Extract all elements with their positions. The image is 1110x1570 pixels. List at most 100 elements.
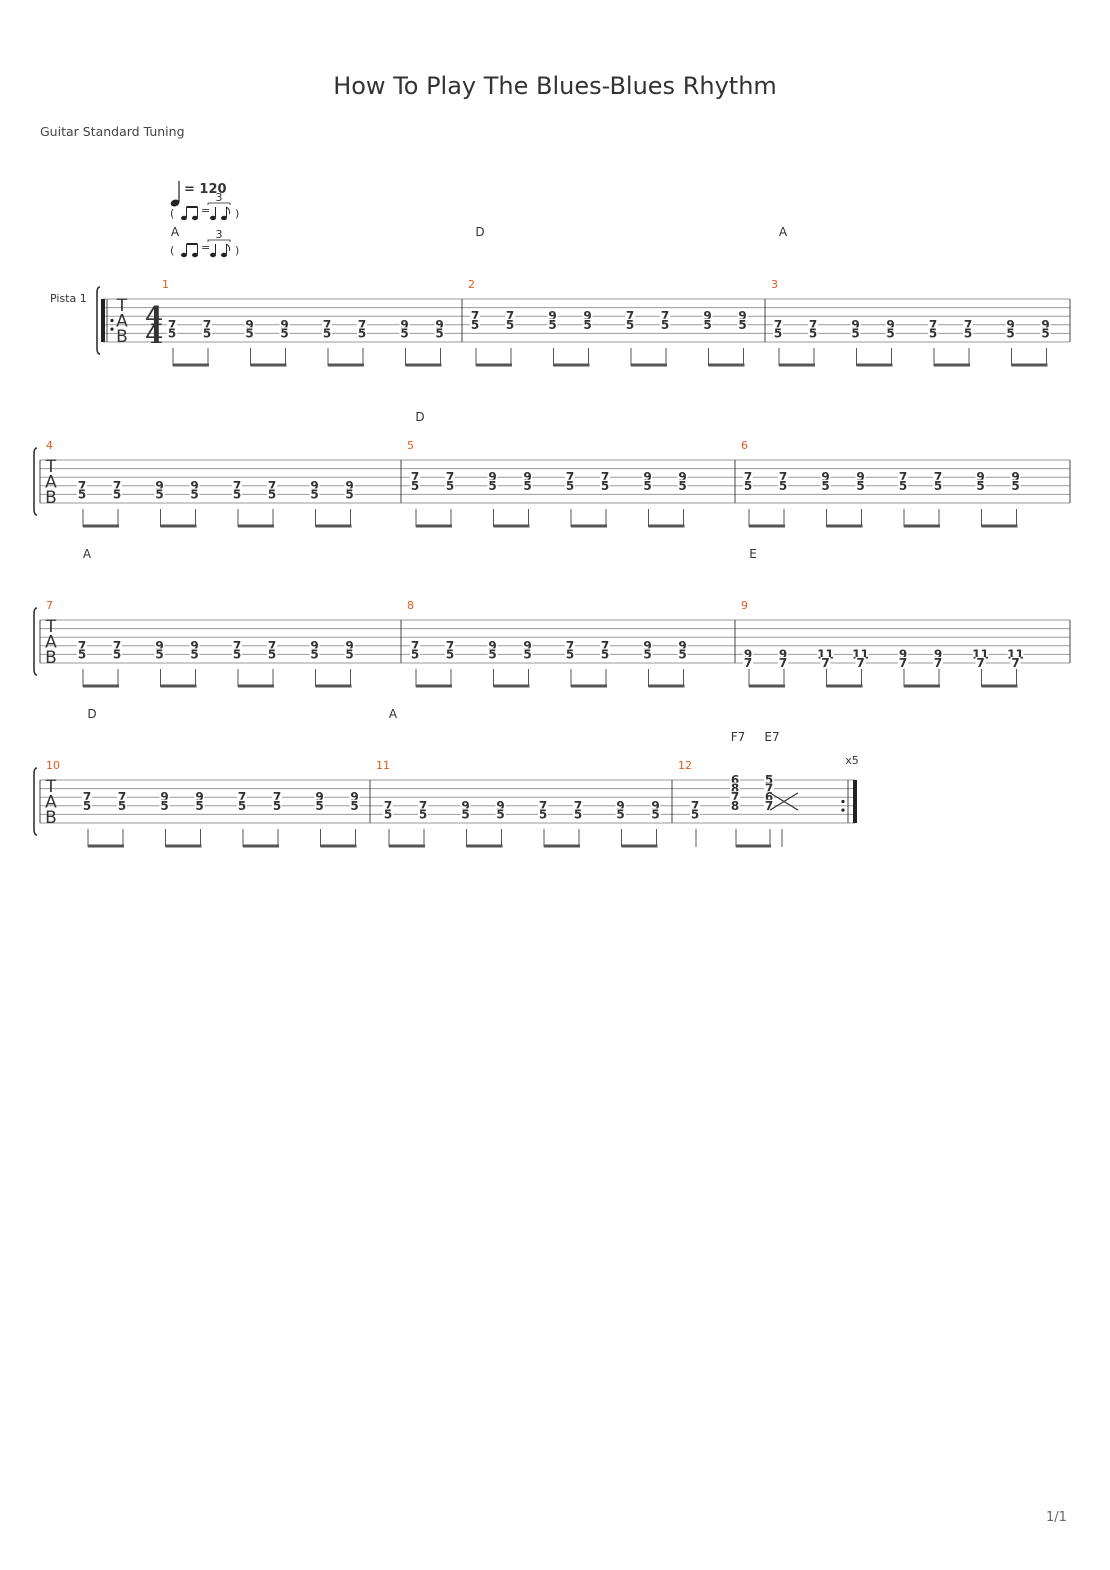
note-beam <box>631 363 667 367</box>
fret-bg <box>154 479 165 491</box>
fret-bg <box>1040 327 1051 339</box>
fret-bg <box>267 488 277 500</box>
repeat-dot <box>110 318 114 323</box>
note-beam <box>571 684 607 688</box>
note-beam <box>238 684 274 688</box>
chord-name: E <box>749 547 757 561</box>
fret-number: 5 <box>821 479 829 493</box>
fret-number: 7 <box>233 639 241 653</box>
repeat-count: x5 <box>845 754 859 767</box>
final-barline <box>853 780 857 823</box>
fret-bg <box>743 657 753 668</box>
fret-number: 7 <box>731 790 739 804</box>
fret-number: 9 <box>779 647 787 661</box>
note-flag <box>226 243 231 252</box>
fret-number: 5 <box>155 487 163 501</box>
fret-bg <box>309 488 320 500</box>
fret-bg <box>933 648 943 660</box>
system-bracket <box>33 767 38 836</box>
note-beam <box>405 363 442 367</box>
fret-number: 7 <box>779 470 787 484</box>
note-beam <box>389 844 425 848</box>
note-beam <box>934 363 970 367</box>
system-bracket <box>96 286 101 355</box>
note-beam <box>826 684 863 688</box>
fret-bg <box>642 479 653 491</box>
fret-number: 5 <box>446 479 454 493</box>
fret-bg <box>660 310 670 322</box>
bar-number: 4 <box>46 439 53 452</box>
fret-bg <box>898 479 908 491</box>
fret-number: 7 <box>809 318 817 332</box>
fret-bg <box>344 488 355 500</box>
quarter-note-icon <box>170 199 180 207</box>
fret-bg <box>615 799 626 811</box>
fret-bg <box>600 479 610 491</box>
fret-bg <box>764 799 774 811</box>
fret-number: 9 <box>548 309 556 323</box>
slide-mark <box>769 792 799 811</box>
fret-number: 9 <box>616 799 624 813</box>
bar-number: 7 <box>46 599 53 612</box>
fret-bg <box>279 327 290 339</box>
fret-bg <box>538 799 548 811</box>
note-beam <box>320 844 357 848</box>
fret-number: 5 <box>566 479 574 493</box>
note-beam <box>493 524 530 528</box>
note-beam <box>904 684 940 688</box>
tempo-mark: = 120 <box>184 182 227 197</box>
fret-number: 7 <box>601 470 609 484</box>
fret-bg <box>522 471 533 483</box>
fret-bg <box>344 639 355 651</box>
fret-bg <box>730 782 740 794</box>
note-beam <box>621 844 658 848</box>
fret-bg <box>237 799 247 811</box>
fret-number: 8 <box>731 799 739 813</box>
fret-number: 9 <box>744 647 752 661</box>
fret-bg <box>159 791 170 803</box>
fret-number: 9 <box>821 470 829 484</box>
quarter-note-icon <box>210 252 216 258</box>
tab-letter: T <box>45 457 57 477</box>
fret-bg <box>194 799 205 811</box>
fret-bg <box>582 318 593 330</box>
fret-number: 5 <box>678 479 686 493</box>
fret-bg <box>357 327 367 339</box>
fret-bg <box>189 639 200 651</box>
fret-number: 5 <box>809 326 817 340</box>
triplet-number: 3 <box>216 228 223 241</box>
eighth-note-icon <box>221 215 227 221</box>
fret-bg <box>194 791 205 803</box>
tab-letter: A <box>45 793 57 813</box>
fret-bg <box>487 648 498 660</box>
fret-number: 5 <box>1006 326 1014 340</box>
fret-number: 7 <box>411 470 419 484</box>
fret-bg <box>764 774 774 785</box>
fret-bg <box>764 791 774 803</box>
note-beam <box>749 684 785 688</box>
fret-bg <box>322 327 332 339</box>
fret-bg <box>487 639 498 651</box>
fret-number: 9 <box>976 470 984 484</box>
fret-bg <box>650 808 661 820</box>
fret-number: 5 <box>113 647 121 661</box>
note-beam <box>736 844 771 848</box>
paren-close: ) <box>235 244 239 257</box>
fret-bg <box>267 648 277 660</box>
chord-name: A <box>389 707 398 721</box>
fret-number: 7 <box>506 309 514 323</box>
fret-number: 7 <box>964 318 972 332</box>
note-beam <box>749 524 785 528</box>
fret-number: 5 <box>651 807 659 821</box>
fret-number: 7 <box>419 799 427 813</box>
fret-number: 7 <box>929 318 937 332</box>
fret-bg <box>232 639 242 651</box>
fret-number: 9 <box>899 647 907 661</box>
fret-bg <box>778 657 788 668</box>
fret-number: 5 <box>160 799 168 813</box>
fret-bg <box>167 327 177 339</box>
fret-number: 9 <box>496 799 504 813</box>
fret-number: 9 <box>643 639 651 653</box>
fret-bg <box>702 318 713 330</box>
bar-number: 1 <box>162 278 169 291</box>
